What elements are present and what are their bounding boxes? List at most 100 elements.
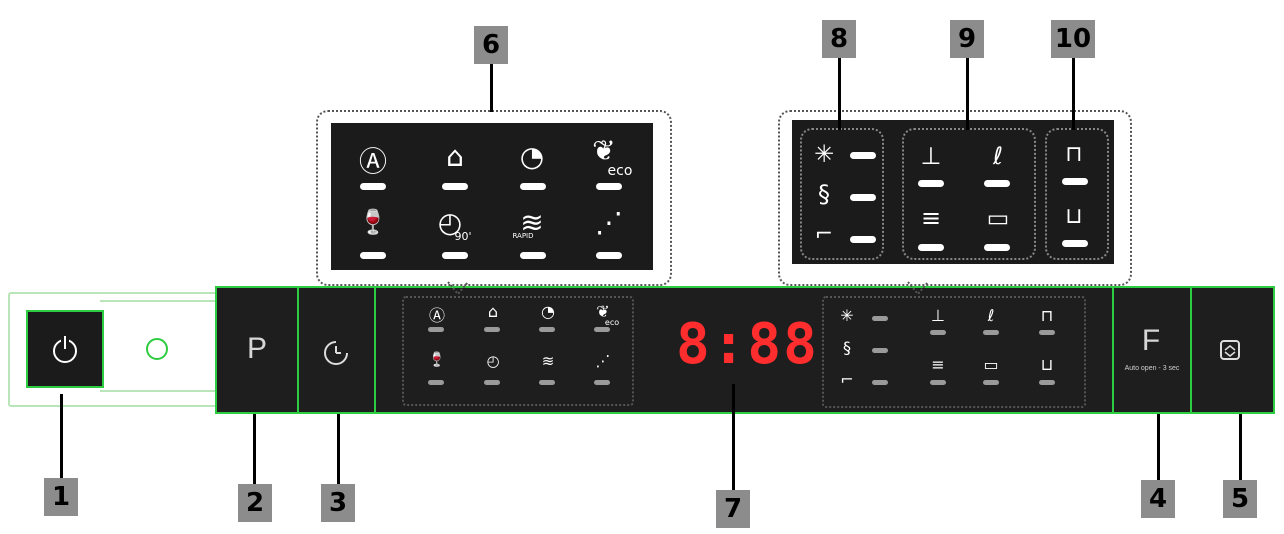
prewash-icon[interactable]: ⋰ (595, 352, 611, 370)
leader-line (732, 384, 735, 490)
upper-basket-icon: ⊓ (1065, 142, 1083, 167)
callout-10: 10 (1051, 20, 1095, 58)
water-tap-icon: ⌐ (814, 222, 834, 247)
callout-7: 7 (716, 490, 750, 528)
led-auto (428, 327, 444, 332)
program-zoom-panel (331, 123, 653, 270)
rinse-aid-icon: ✳ (813, 140, 835, 168)
callout-9: 9 (950, 20, 984, 58)
zoom-pointer (907, 281, 929, 296)
leader-line (337, 414, 340, 484)
led-tablet (984, 244, 1010, 251)
led-half-load (918, 180, 944, 187)
callout-6: 6 (474, 26, 508, 64)
zoom-pointer (447, 281, 469, 296)
led-intensive (442, 183, 468, 190)
led-extra-dry (918, 244, 944, 251)
power-button[interactable] (26, 310, 104, 388)
options-small (822, 296, 1086, 408)
control-strip (215, 286, 1275, 414)
function-button-caption: Auto open - 3 sec (1124, 365, 1180, 372)
extra-dry-icon[interactable]: ≡ (931, 355, 945, 374)
led-hygiene (984, 180, 1010, 187)
child-lock-button[interactable] (1210, 330, 1250, 370)
leader-line (1072, 58, 1075, 130)
led-hygiene-small (983, 330, 999, 335)
strip-divider (1112, 286, 1114, 414)
salt-icon: § (818, 180, 830, 208)
strip-divider (1190, 286, 1192, 414)
power-indicator-light (146, 338, 168, 360)
leader-line (253, 414, 256, 484)
lower-basket-icon[interactable]: ⊔ (1040, 355, 1054, 374)
90-minute-icon: ◴ (437, 206, 463, 239)
leader-line (966, 58, 969, 130)
led-normal (520, 183, 546, 190)
led-prewash (594, 380, 610, 385)
strip-divider (374, 286, 376, 414)
half-load-icon: ⊥ (920, 142, 942, 170)
led-rinse-aid-small (872, 316, 888, 321)
leaf-eco-icon[interactable]: ❦ (596, 302, 610, 321)
plate-cutlery-icon[interactable]: ◔ (541, 302, 555, 321)
half-load-icon[interactable]: ⊥ (931, 306, 945, 325)
rapid-icon: ≋ (520, 206, 544, 239)
leader-line (1239, 414, 1242, 480)
hygiene-icon: ℓ (993, 142, 1003, 170)
led-lower (1062, 240, 1088, 247)
child-lock-icon (1220, 340, 1240, 360)
led-glass (360, 252, 386, 259)
timer-button[interactable] (305, 322, 367, 382)
led-tap-small (872, 380, 888, 385)
callout-8: 8 (822, 20, 856, 58)
led-90 (442, 252, 468, 259)
led-dry-small (930, 380, 946, 385)
led-auto (360, 183, 386, 190)
led-salt-small (872, 348, 888, 353)
program-button[interactable]: P (246, 332, 267, 365)
rapid-icon[interactable]: ≋ (541, 352, 555, 370)
callout-1: 1 (44, 478, 78, 516)
led-upper-small (1039, 330, 1055, 335)
lower-basket-icon: ⊔ (1065, 204, 1083, 229)
pot-program-icon: ⌂ (446, 140, 464, 173)
leader-line (490, 64, 493, 112)
timer-icon (324, 341, 348, 365)
salt-icon: § (843, 338, 851, 357)
auto-program-icon: Ⓐ (358, 145, 387, 178)
led-half-small (930, 330, 946, 335)
pot-program-icon[interactable]: ⌂ (487, 302, 499, 321)
tablet-icon: ▭ (986, 204, 1010, 232)
led-rapid (520, 252, 546, 259)
callout-2: 2 (238, 484, 272, 522)
options-zoom-panel (792, 120, 1114, 264)
callout-3: 3 (321, 484, 355, 522)
hygiene-icon[interactable]: ℓ (987, 306, 995, 325)
auto-program-icon[interactable]: Ⓐ (428, 306, 445, 325)
upper-basket-icon[interactable]: ⊓ (1040, 306, 1054, 325)
eco-label: eco (607, 163, 633, 179)
water-tap-icon: ⌐ (840, 370, 854, 389)
prewash-icon: ⋰ (595, 206, 623, 239)
strip-divider (297, 286, 299, 414)
90-minute-icon[interactable]: ◴ (486, 352, 500, 370)
led-salt (850, 194, 876, 201)
extra-dry-icon: ≡ (920, 204, 942, 232)
leaf-eco-icon: ❦ (592, 134, 616, 167)
time-display: 8:88 (676, 312, 819, 377)
led-90 (484, 380, 500, 385)
plate-cutlery-icon: ◔ (519, 140, 545, 173)
led-intensive (484, 327, 500, 332)
led-prewash (596, 252, 622, 259)
led-glass (428, 380, 444, 385)
glass-program-icon[interactable]: 🍷 (428, 352, 446, 368)
function-button[interactable]: F (1141, 324, 1161, 357)
eco-small-label: eco (604, 318, 620, 327)
led-lower-small (1039, 380, 1055, 385)
led-water (850, 236, 876, 243)
power-icon (53, 334, 77, 363)
led-eco (596, 183, 622, 190)
program-zoom-outline (316, 110, 672, 286)
glass-program-icon: 🍷 (358, 208, 388, 236)
tablet-icon[interactable]: ▭ (983, 355, 999, 374)
